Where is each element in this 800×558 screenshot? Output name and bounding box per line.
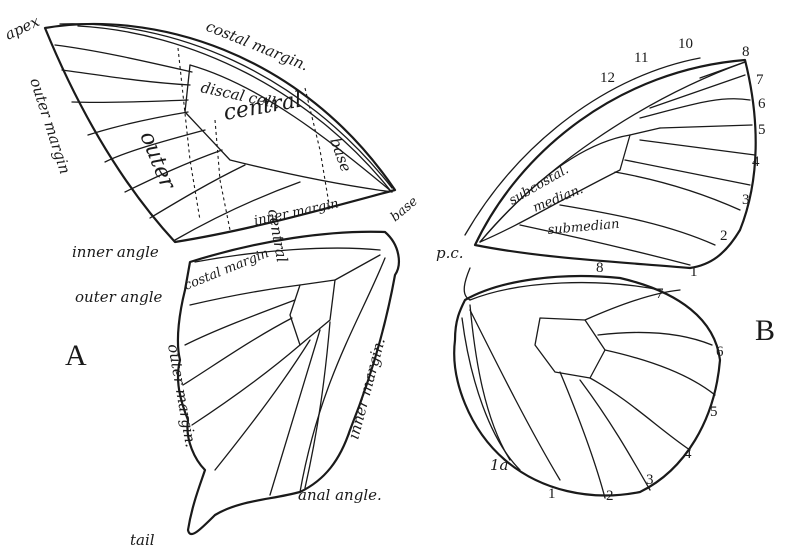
vein-8: 8 bbox=[742, 44, 750, 60]
vein-12: 12 bbox=[600, 70, 615, 86]
label-apex: apex bbox=[2, 12, 43, 44]
label-inner-angle: inner angle bbox=[72, 243, 159, 261]
vein-5: 5 bbox=[758, 122, 766, 138]
vein-2: 2 bbox=[720, 228, 728, 244]
hind-vein-8: 8 bbox=[596, 260, 604, 276]
label-tail: tail bbox=[130, 531, 155, 549]
label-outer-angle: outer angle bbox=[75, 288, 163, 306]
figure-letter-a: A bbox=[65, 339, 87, 372]
fig-b-hindwing bbox=[453, 267, 722, 499]
hind-vein-1a: 1a bbox=[490, 456, 509, 474]
fig-a-forewing bbox=[43, 22, 397, 244]
hind-vein-4: 4 bbox=[684, 446, 692, 462]
hind-vein-7: 7 bbox=[656, 286, 664, 302]
label-a-hind-costal-margin: costal margin bbox=[182, 246, 271, 294]
fig-a-hindwing bbox=[176, 230, 400, 536]
fig-b-forewing bbox=[464, 57, 757, 270]
hind-vein-5: 5 bbox=[710, 404, 718, 420]
label-a-inner-margin: inner margin bbox=[253, 196, 340, 229]
vein-1: 1 bbox=[690, 264, 698, 280]
vein-4: 4 bbox=[752, 154, 760, 170]
label-submedian: submedian bbox=[547, 217, 620, 238]
hind-vein-2: 2 bbox=[606, 488, 614, 504]
label-a-hind-outer-margin: outer margin. bbox=[164, 343, 200, 449]
label-a-hind-base: base bbox=[388, 194, 421, 225]
label-pc: p.c. bbox=[436, 244, 464, 262]
vein-6: 6 bbox=[758, 96, 766, 112]
hind-vein-6: 6 bbox=[716, 344, 724, 360]
label-a-outer-margin: outer margin bbox=[26, 76, 74, 177]
label-a-hind-inner-margin: inner margin. bbox=[344, 336, 388, 441]
label-anal-angle: anal angle. bbox=[298, 486, 382, 504]
hind-vein-1: 1 bbox=[548, 486, 556, 502]
figure-letter-b: B bbox=[755, 314, 775, 347]
vein-10: 10 bbox=[678, 36, 693, 52]
vein-3: 3 bbox=[742, 192, 750, 208]
vein-11: 11 bbox=[634, 50, 648, 66]
hind-vein-3: 3 bbox=[646, 472, 654, 488]
vein-7: 7 bbox=[756, 72, 764, 88]
